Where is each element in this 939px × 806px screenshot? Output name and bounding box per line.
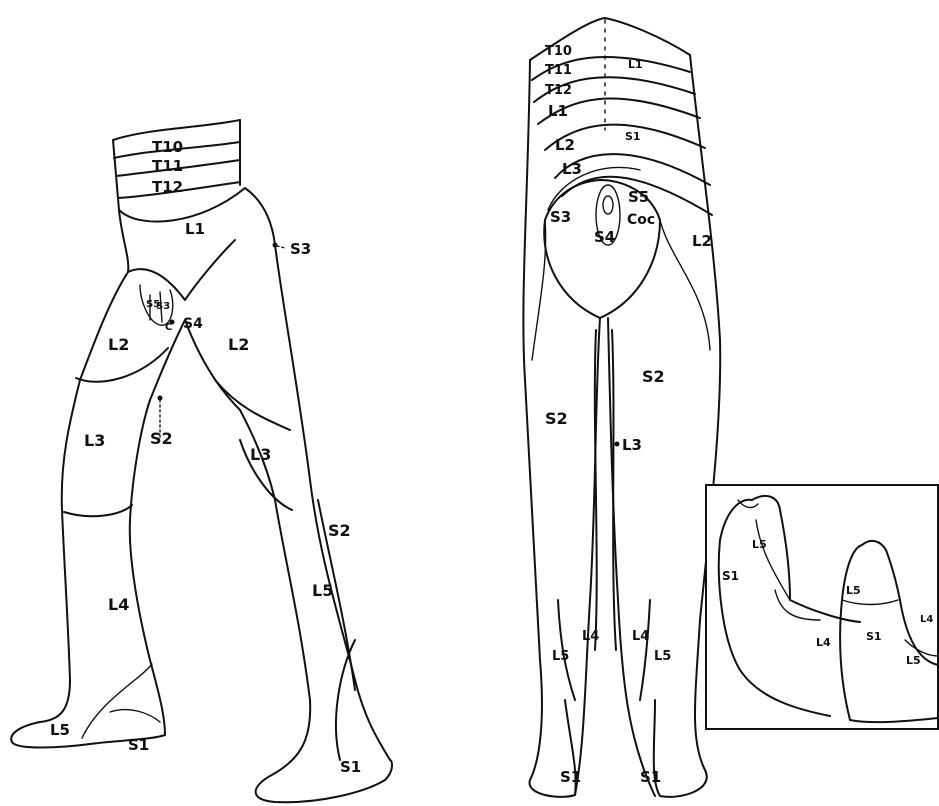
band-t11-label: T11 bbox=[152, 157, 183, 175]
post-label-s1-top: S1 bbox=[625, 130, 641, 143]
inset-label-l4-b: L4 bbox=[920, 614, 933, 625]
inset-label-s1-a: S1 bbox=[722, 569, 739, 583]
post-label-l5-left: L5 bbox=[552, 649, 569, 664]
post-band-t11: T11 bbox=[545, 63, 572, 78]
label-l4: L4 bbox=[108, 595, 129, 614]
label-l3-right: L3 bbox=[250, 445, 271, 464]
inset-frame bbox=[706, 485, 938, 729]
label-l5-foot: L5 bbox=[50, 721, 70, 739]
label-c-small: C bbox=[165, 322, 172, 333]
label-s3: S3 bbox=[290, 240, 311, 258]
post-label-s2-right: S2 bbox=[642, 367, 665, 386]
post-label-l4-right: L4 bbox=[632, 629, 649, 644]
posterior-view: T10 T11 T12 L1 L2 L3 L1 S1 S5 Coc S3 S4 … bbox=[523, 18, 720, 797]
label-l2-right: L2 bbox=[228, 335, 249, 354]
inset-label-s1-b: S1 bbox=[866, 630, 882, 643]
post-band-t10: T10 bbox=[545, 44, 572, 59]
post-label-s5: S5 bbox=[628, 188, 649, 206]
anterior-view: T10 T11 T12 L1 S3 S4 S5 S3 C L2 L2 L3 S2… bbox=[11, 120, 392, 802]
post-label-s3: S3 bbox=[550, 208, 571, 226]
band-t12-label: T12 bbox=[152, 178, 183, 196]
label-l5-right: L5 bbox=[312, 581, 333, 600]
post-band-l2: L2 bbox=[555, 136, 575, 154]
inset-label-l5-b: L5 bbox=[846, 584, 861, 597]
post-label-s4: S4 bbox=[594, 228, 615, 246]
post-band-l1: L1 bbox=[548, 102, 568, 120]
post-label-s2-left: S2 bbox=[545, 409, 568, 428]
post-label-s1-left: S1 bbox=[560, 768, 581, 786]
post-label-s1-right: S1 bbox=[640, 768, 661, 786]
foot-inset: L5 S1 L4 L5 S1 L4 L5 bbox=[706, 485, 938, 729]
post-label-l1-top: L1 bbox=[628, 58, 643, 71]
post-label-l3: L3 bbox=[622, 436, 642, 454]
label-s1-left: S1 bbox=[128, 736, 149, 754]
inset-label-l5-a: L5 bbox=[752, 538, 767, 551]
label-s4: S4 bbox=[183, 316, 203, 332]
label-s2: S2 bbox=[150, 429, 173, 448]
post-label-l5-right: L5 bbox=[654, 649, 671, 664]
label-l2-left: L2 bbox=[108, 335, 129, 354]
post-band-l3: L3 bbox=[562, 160, 582, 178]
post-band-t12: T12 bbox=[545, 83, 572, 98]
label-s2-vertical: S2 bbox=[328, 521, 351, 540]
post-label-l2-side: L2 bbox=[692, 232, 712, 250]
inset-label-l4-a: L4 bbox=[816, 636, 831, 649]
band-t10-label: T10 bbox=[152, 138, 183, 156]
post-label-coc: Coc bbox=[627, 212, 655, 228]
label-l3-left: L3 bbox=[84, 431, 105, 450]
band-l1-label: L1 bbox=[185, 220, 205, 238]
label-s1-right: S1 bbox=[340, 758, 361, 776]
inset-label-l5-c: L5 bbox=[906, 654, 921, 667]
post-label-l4-left: L4 bbox=[582, 629, 599, 644]
label-s3-small: S3 bbox=[156, 301, 170, 312]
